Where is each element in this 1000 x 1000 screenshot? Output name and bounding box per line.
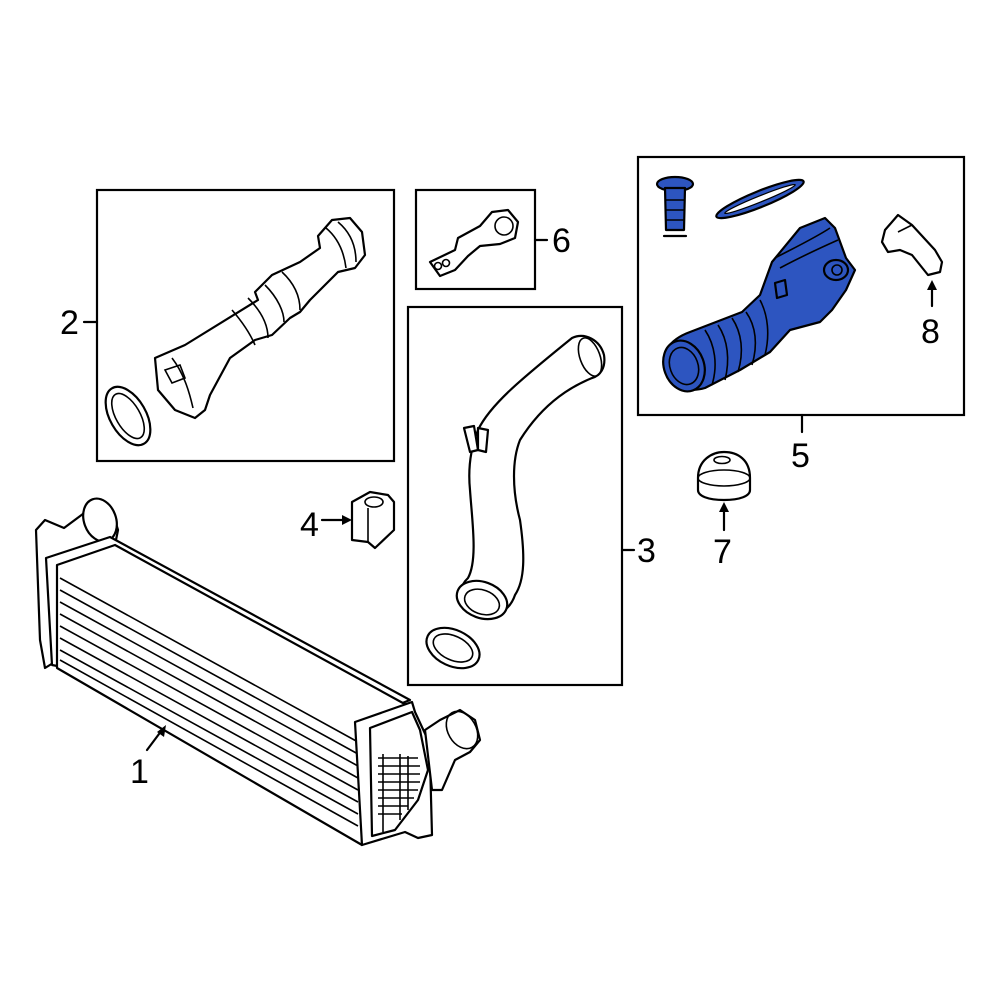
callout-1[interactable]: 1 [130, 753, 149, 791]
arrow-up-icon [927, 280, 937, 290]
part-2-frame [95, 188, 396, 463]
part-3-frame [406, 305, 624, 687]
o-ring-icon [104, 385, 152, 447]
callout-4[interactable]: 4 [300, 506, 319, 544]
grommet-icon [350, 490, 396, 550]
part-group-7: 7 [696, 450, 752, 571]
callout-5[interactable]: 5 [791, 437, 810, 475]
charge-air-hose-icon [153, 216, 367, 420]
arrow-right-icon [342, 515, 352, 525]
screw-icon [655, 175, 695, 238]
arrow-up-icon [719, 502, 729, 512]
callout-2[interactable]: 2 [60, 304, 79, 342]
callout-6[interactable]: 6 [552, 222, 571, 260]
sensor-icon [880, 213, 944, 277]
rubber-cap-icon [696, 450, 752, 502]
bracket-icon [428, 208, 520, 278]
part-group-5: 5 [636, 155, 966, 475]
arrow-icon [157, 725, 166, 737]
callout-8[interactable]: 8 [921, 313, 940, 351]
callout-3[interactable]: 3 [637, 532, 656, 570]
callout-7[interactable]: 7 [713, 533, 732, 571]
part-group-4: 4 [300, 490, 396, 550]
gasket-icon [715, 178, 805, 220]
part-group-6: 6 [414, 188, 571, 291]
intercooler-icon [34, 497, 482, 847]
part-group-2: 2 [60, 188, 396, 463]
part-group-1: 1 [34, 497, 482, 847]
part-group-3: 3 [406, 305, 656, 687]
charge-air-pipe-icon [455, 334, 606, 621]
o-ring-icon [425, 626, 481, 670]
intake-hose-icon[interactable] [656, 216, 857, 397]
